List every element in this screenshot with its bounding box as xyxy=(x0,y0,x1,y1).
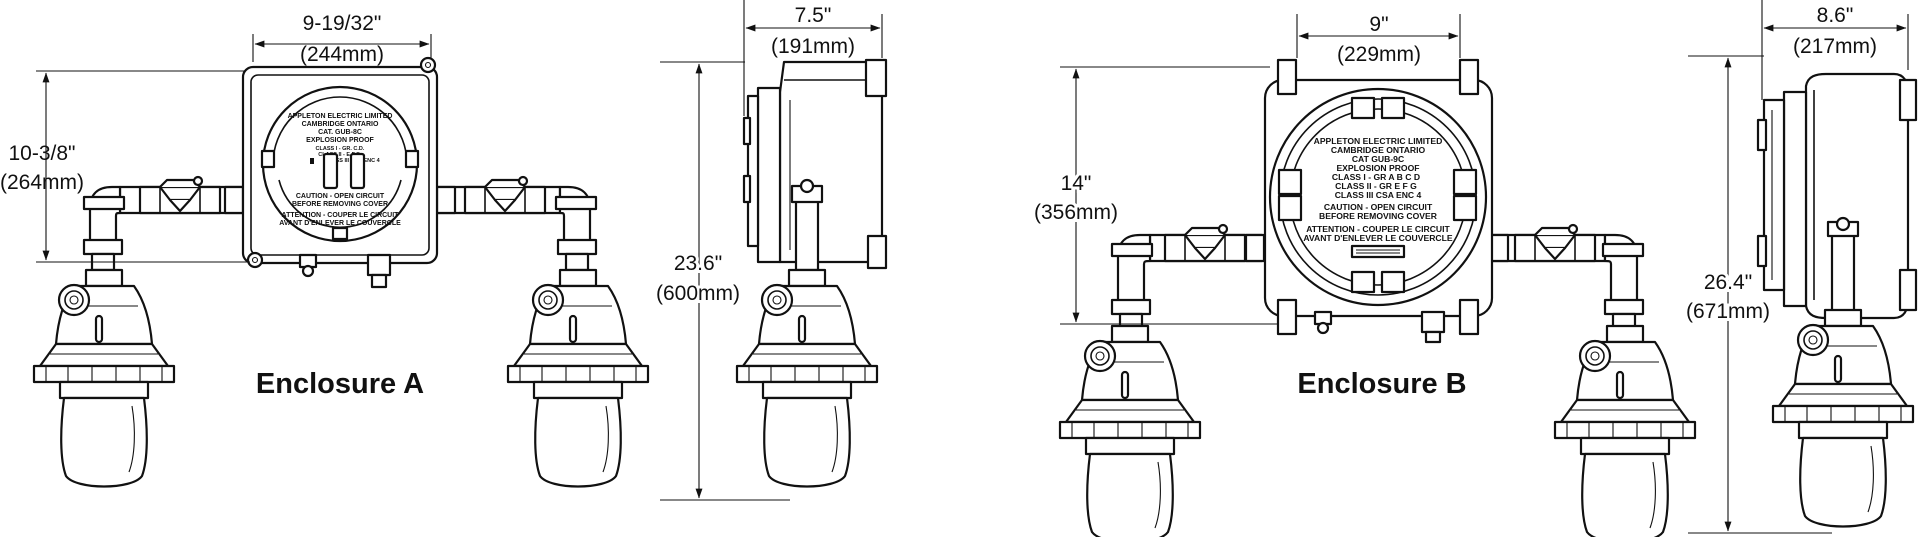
warning-line: ATTENTION - COUPER LE CIRCUIT xyxy=(282,212,400,219)
enclosure-b-caption: Enclosure B xyxy=(1297,368,1466,400)
enclosure-b-right-pipe xyxy=(1488,223,1645,332)
total-height-inches-label: 23.6" xyxy=(674,252,722,275)
nameplate-line: CLASS I - GR A B C D xyxy=(1332,172,1420,182)
depth-mm-label: (191mm) xyxy=(771,35,855,58)
enclosure-b-box: APPLETON ELECTRIC LIMITED CAMBRIDGE ONTA… xyxy=(1263,58,1494,344)
nameplate-line: CAT GUB-9C xyxy=(1352,154,1404,164)
height-inches-label: 10-3/8" xyxy=(9,142,76,165)
enclosure-b-left-luminaire xyxy=(1058,324,1202,537)
nameplate-line: CAT. GUB-8C xyxy=(318,129,362,136)
depth-inches-label: 7.5" xyxy=(795,4,832,27)
width-mm-label: (244mm) xyxy=(300,43,384,66)
nameplate-line: CAMBRIDGE ONTARIO xyxy=(302,121,379,128)
enclosure-a-front-view: APPLETON ELECTRIC LIMITED CAMBRIDGE ONTA… xyxy=(0,12,650,488)
enclosure-a-total-height-dimension: 23.6" (600mm) xyxy=(653,61,790,501)
enclosure-a-caption: Enclosure A xyxy=(256,368,424,400)
enclosure-a-warning: CAUTION - OPEN CIRCUIT BEFORE REMOVING C… xyxy=(279,193,401,227)
nameplate-line: CLASS III CSA ENC 4 xyxy=(1335,190,1422,200)
warning-line: CAUTION - OPEN CIRCUIT xyxy=(1324,202,1433,212)
width-mm-label: (229mm) xyxy=(1337,43,1421,66)
nameplate-line: CAMBRIDGE ONTARIO xyxy=(1331,145,1426,155)
depth-mm-label: (217mm) xyxy=(1793,35,1877,58)
total-height-inches-label: 26.4" xyxy=(1704,271,1752,294)
enclosure-b-depth-dimension: 8.6" (217mm) xyxy=(1761,0,1909,100)
warning-line: BEFORE REMOVING COVER xyxy=(1319,211,1438,221)
enclosure-a-right-luminaire xyxy=(506,268,650,488)
height-mm-label: (356mm) xyxy=(1034,201,1118,224)
enclosure-b-left-pipe xyxy=(1110,223,1266,332)
enclosure-a-height-dimension: 10-3/8" (264mm) xyxy=(0,70,250,263)
enclosure-b-warning: CAUTION - OPEN CIRCUIT BEFORE REMOVING C… xyxy=(1303,202,1453,243)
warning-line: BEFORE REMOVING COVER xyxy=(292,201,388,208)
nameplate-line: CLASS II - GR E F G xyxy=(1335,181,1417,191)
width-inches-label: 9" xyxy=(1369,13,1388,36)
enclosure-b-side-view: 8.6" (217mm) 26.4" (671mm) xyxy=(1683,0,1918,534)
nameplate-line: CLASS II - E.F.G. xyxy=(318,152,362,158)
nameplate-line: APPLETON ELECTRIC LIMITED xyxy=(288,113,393,120)
warning-line: AVANT D'ENLEVER LE COUVERCLE xyxy=(279,220,401,227)
depth-inches-label: 8.6" xyxy=(1817,4,1854,27)
enclosure-b-nameplate: APPLETON ELECTRIC LIMITED CAMBRIDGE ONTA… xyxy=(1314,136,1443,200)
enclosure-b-height-dimension: 14" (356mm) xyxy=(1031,66,1278,325)
enclosure-a-box: APPLETON ELECTRIC LIMITED CAMBRIDGE ONTA… xyxy=(241,56,439,289)
enclosure-a-side-view: 7.5" (191mm) 23.6" (600mm) xyxy=(653,0,888,501)
enclosure-a-side-luminaire xyxy=(735,268,879,488)
enclosure-b-right-luminaire xyxy=(1553,324,1697,537)
warning-line: CAUTION - OPEN CIRCUIT xyxy=(296,193,385,200)
nameplate-line: CLASS I - GR. C.D. xyxy=(316,146,365,152)
total-height-mm-label: (600mm) xyxy=(656,282,740,305)
enclosure-a-left-pipe xyxy=(82,175,247,272)
height-mm-label: (264mm) xyxy=(0,171,84,194)
enclosure-b-front-view: APPLETON ELECTRIC LIMITED CAMBRIDGE ONTA… xyxy=(1031,13,1697,537)
enclosure-a-right-pipe xyxy=(433,175,598,272)
nameplate-line: APPLETON ELECTRIC LIMITED xyxy=(1314,136,1443,146)
enclosure-a-width-dimension: 9-19/32" (244mm) xyxy=(252,12,432,66)
warning-line: AVANT D'ENLEVER LE COUVERCLE xyxy=(1303,233,1453,243)
enclosure-b-total-height-dimension: 26.4" (671mm) xyxy=(1683,55,1832,534)
width-inches-label: 9-19/32" xyxy=(303,12,382,35)
nameplate-line: EXPLOSION PROOF xyxy=(1336,163,1419,173)
total-height-mm-label: (671mm) xyxy=(1686,300,1770,323)
enclosure-b-width-dimension: 9" (229mm) xyxy=(1296,13,1461,66)
warning-line: ATTENTION - COUPER LE CIRCUIT xyxy=(1306,224,1450,234)
enclosure-b-side-luminaire xyxy=(1771,308,1915,528)
enclosure-a-left-luminaire xyxy=(32,268,176,488)
height-inches-label: 14" xyxy=(1061,172,1092,195)
enclosure-a-depth-dimension: 7.5" (191mm) xyxy=(743,0,883,116)
nameplate-line: EXPLOSION PROOF xyxy=(306,137,374,144)
